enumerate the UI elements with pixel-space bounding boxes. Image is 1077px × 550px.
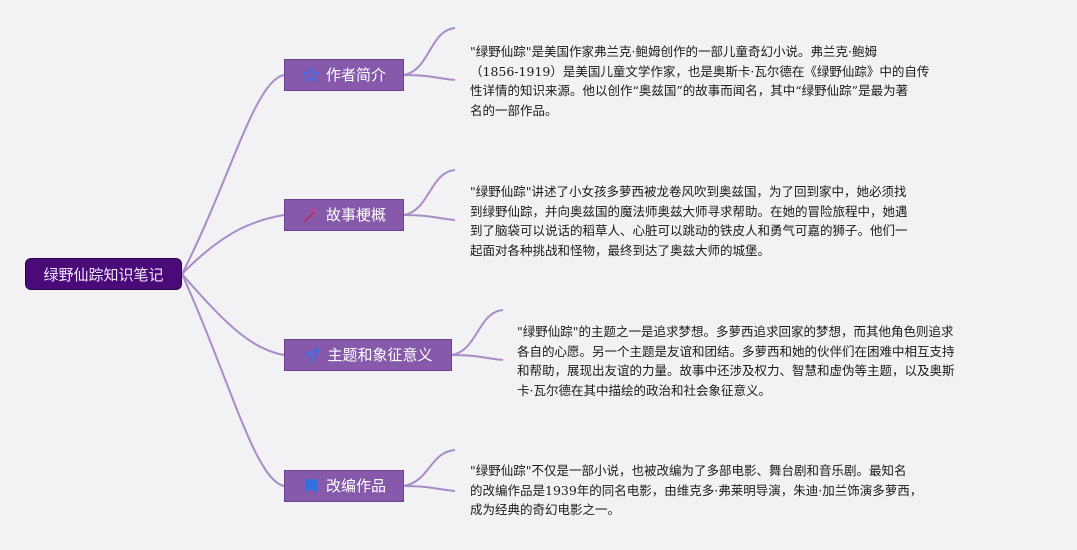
star-icon	[303, 67, 319, 82]
connector-root-branch-4	[181, 273, 285, 487]
note-line: 成为经典的奇幻电影之一。	[470, 502, 621, 517]
note-author: "绿野仙踪"是美国作家弗兰克·鲍姆创作的一部儿童奇幻小说。弗兰克·鲍姆 （185…	[470, 42, 980, 120]
branch-node-themes[interactable]: 主题和象征意义	[284, 339, 452, 371]
note-line: 的改编作品是1939年的同名电影，由维克多·弗莱明导演，朱迪·加兰饰演多萝西，	[470, 482, 923, 498]
note-line: "绿野仙踪"不仅是一部小说，也被改编为了多部电影、舞台剧和音乐剧。最知名	[470, 463, 907, 478]
note-adaptations: "绿野仙踪"不仅是一部小说，也被改编为了多部电影、舞台剧和音乐剧。最知名 的改编…	[470, 461, 980, 520]
note-synopsis: "绿野仙踪"讲述了小女孩多萝西被龙卷风吹到奥兹国，为了回到家中，她必须找 到绿野…	[470, 182, 980, 260]
note-line: "绿野仙踪"是美国作家弗兰克·鲍姆创作的一部儿童奇幻小说。弗兰克·鲍姆	[470, 44, 877, 59]
bracket-note-3	[451, 309, 504, 361]
note-line: 名的一部作品。	[470, 102, 558, 118]
connector-root-branch-2	[181, 214, 285, 275]
note-line: 和帮助，展现出友谊的力量。故事中还涉及权力、智慧和虚伪等主题，以及奥斯	[517, 363, 955, 378]
paper-plane-icon	[305, 347, 320, 363]
branch-label: 改编作品	[325, 477, 386, 495]
note-line: 性详情的知识来源。他以创作“奥兹国”的故事而闻名，其中“绿野仙踪”是最为著	[470, 83, 909, 98]
note-themes: "绿野仙踪"的主题之一是追求梦想。多萝西追求回家的梦想，而其他角色则追求 各自的…	[517, 322, 1027, 400]
bracket-note-2	[403, 169, 456, 221]
note-line: 到了脑袋可以说话的稻草人、心脏可以跳动的铁皮人和勇气可嘉的狮子。他们一	[470, 223, 908, 238]
branch-node-synopsis[interactable]: 故事梗概	[284, 199, 404, 231]
root-title: 绿野仙踪知识笔记	[43, 266, 164, 284]
bracket-note-4	[403, 449, 456, 492]
bracket-note-1	[403, 27, 456, 81]
note-line: 卡·瓦尔德在其中描绘的政治和社会象征意义。	[517, 382, 771, 398]
magic-wand-icon	[304, 208, 318, 222]
note-line: （1856-1919）是美国儿童文学作家，也是奥斯卡·瓦尔德在《绿野仙踪》中的自…	[470, 63, 930, 79]
note-line: "绿野仙踪"讲述了小女孩多萝西被龙卷风吹到奥兹国，为了回到家中，她必须找	[470, 184, 907, 199]
bookmark-icon	[304, 479, 317, 493]
note-line: 各自的心愿。另一个主题是友谊和团结。多萝西和她的伙伴们在困难中相互支持	[517, 343, 955, 359]
branch-label: 作者简介	[325, 66, 386, 84]
note-line: 起面对各种挑战和怪物，最终到达了奥兹大师的城堡。	[470, 242, 771, 258]
connector-root-branch-1	[181, 74, 285, 275]
note-line: "绿野仙踪"的主题之一是追求梦想。多萝西追求回家的梦想，而其他角色则追求	[517, 324, 954, 339]
branch-node-author[interactable]: 作者简介	[284, 59, 404, 91]
connector-root-branch-3	[181, 273, 285, 356]
note-line: 到绿野仙踪，并向奥兹国的魔法师奥兹大师寻求帮助。在她的冒险旅程中，她遇	[470, 203, 908, 219]
branch-label: 主题和象征意义	[327, 346, 433, 364]
root-node[interactable]: 绿野仙踪知识笔记	[25, 258, 182, 290]
branch-label: 故事梗概	[325, 206, 386, 224]
branch-node-adaptations[interactable]: 改编作品	[284, 470, 404, 502]
